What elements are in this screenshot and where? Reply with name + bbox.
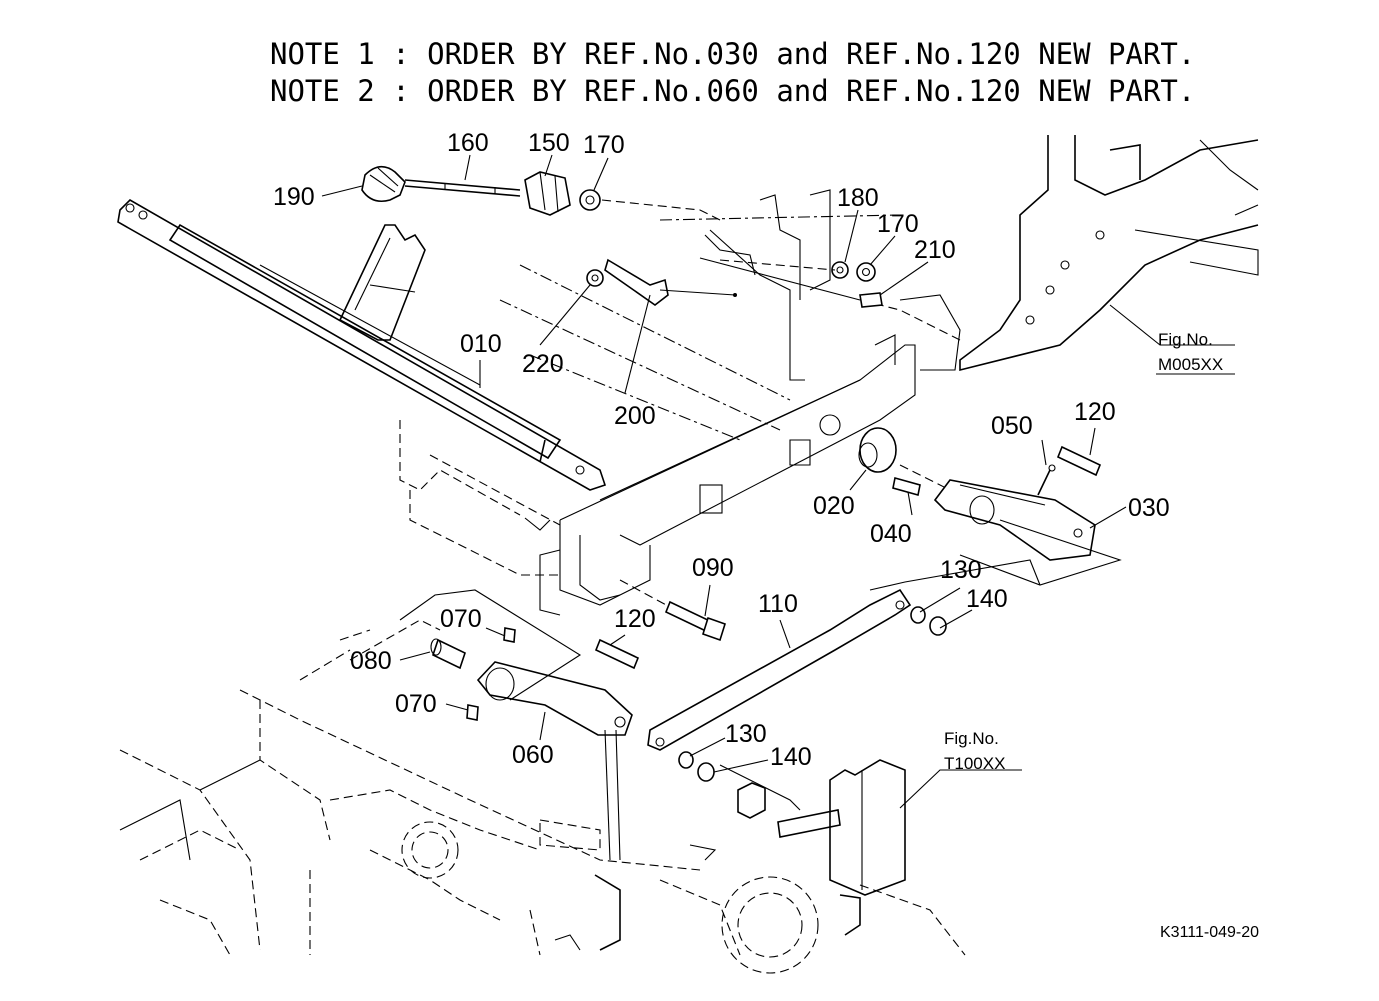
label-140-a: 140 — [966, 585, 1008, 613]
part-080-bushing — [430, 638, 466, 670]
part-070-grease-nipple-b — [466, 704, 479, 721]
label-170-a: 170 — [583, 131, 625, 159]
label-120-a: 120 — [1074, 398, 1116, 426]
part-190-knob — [361, 165, 406, 203]
label-020: 020 — [813, 492, 855, 520]
label-040: 040 — [870, 520, 912, 548]
label-200: 200 — [614, 402, 656, 430]
label-130-a: 130 — [940, 556, 982, 584]
part-170-nut-b — [856, 262, 876, 282]
leader-lines — [321, 154, 1235, 809]
part-130-washer-a — [910, 606, 926, 624]
figure-ref-2-line1: Fig.No. — [944, 729, 999, 748]
part-120-pin-b — [594, 638, 640, 670]
part-160-shaft — [404, 179, 521, 197]
base-frame — [119, 619, 966, 974]
part-210-bolt — [699, 257, 883, 308]
label-060: 060 — [512, 741, 554, 769]
part-010-lever-rod — [117, 199, 607, 491]
note-2: NOTE 2 : ORDER BY REF.No.060 and REF.No.… — [270, 74, 1195, 108]
label-150: 150 — [528, 129, 570, 157]
rear-bracket — [554, 759, 906, 951]
label-140-b: 140 — [770, 743, 812, 771]
drawing-code: K3111-049-20 — [1160, 924, 1259, 941]
label-010: 010 — [460, 330, 502, 358]
label-190: 190 — [273, 183, 315, 211]
part-140-ring-b — [697, 762, 715, 782]
part-110-rod — [647, 588, 912, 751]
label-170-b: 170 — [877, 210, 919, 238]
part-180-washer — [831, 261, 849, 279]
part-030-arm — [933, 479, 1096, 561]
part-labels: 160 150 170 190 180 170 210 220 010 200 … — [273, 129, 1170, 771]
side-frame — [859, 135, 1259, 372]
part-170-nut-a — [579, 189, 601, 211]
label-090: 090 — [692, 554, 734, 582]
label-070-a: 070 — [440, 605, 482, 633]
part-200-plate — [604, 258, 737, 306]
label-110: 110 — [758, 590, 798, 618]
label-070-b: 070 — [395, 690, 437, 718]
part-150-holder — [524, 171, 571, 216]
part-050-clip — [1037, 464, 1056, 496]
label-160: 160 — [447, 129, 489, 157]
part-040-pin — [892, 476, 921, 497]
label-030: 030 — [1128, 494, 1170, 522]
label-210: 210 — [914, 236, 956, 264]
label-050: 050 — [991, 412, 1033, 440]
label-180: 180 — [837, 184, 879, 212]
part-090-bolt — [664, 600, 726, 642]
label-120-b: 120 — [614, 605, 656, 633]
figure-ref-t100xx: Fig.No. T100XX — [944, 729, 1005, 773]
label-130-b: 130 — [725, 720, 767, 748]
label-080: 080 — [350, 647, 392, 675]
note-1: NOTE 1 : ORDER BY REF.No.030 and REF.No.… — [270, 37, 1195, 71]
part-120-pin-a — [1056, 445, 1102, 477]
cross-frame — [399, 189, 961, 616]
figure-ref-1-line2: M005XX — [1158, 355, 1223, 374]
figure-ref-2-line2: T100XX — [944, 754, 1005, 773]
figure-ref-m005xx: Fig.No. M005XX — [1156, 330, 1235, 375]
part-220-nut — [586, 269, 604, 287]
figure-ref-1-line1: Fig.No. — [1158, 330, 1213, 349]
part-020-collar — [858, 427, 897, 473]
part-140-ring-a — [929, 616, 947, 636]
label-220: 220 — [522, 350, 564, 378]
part-070-grease-nipple-a — [503, 627, 516, 643]
part-130-washer-b — [678, 751, 694, 769]
part-060-arm — [476, 661, 633, 736]
